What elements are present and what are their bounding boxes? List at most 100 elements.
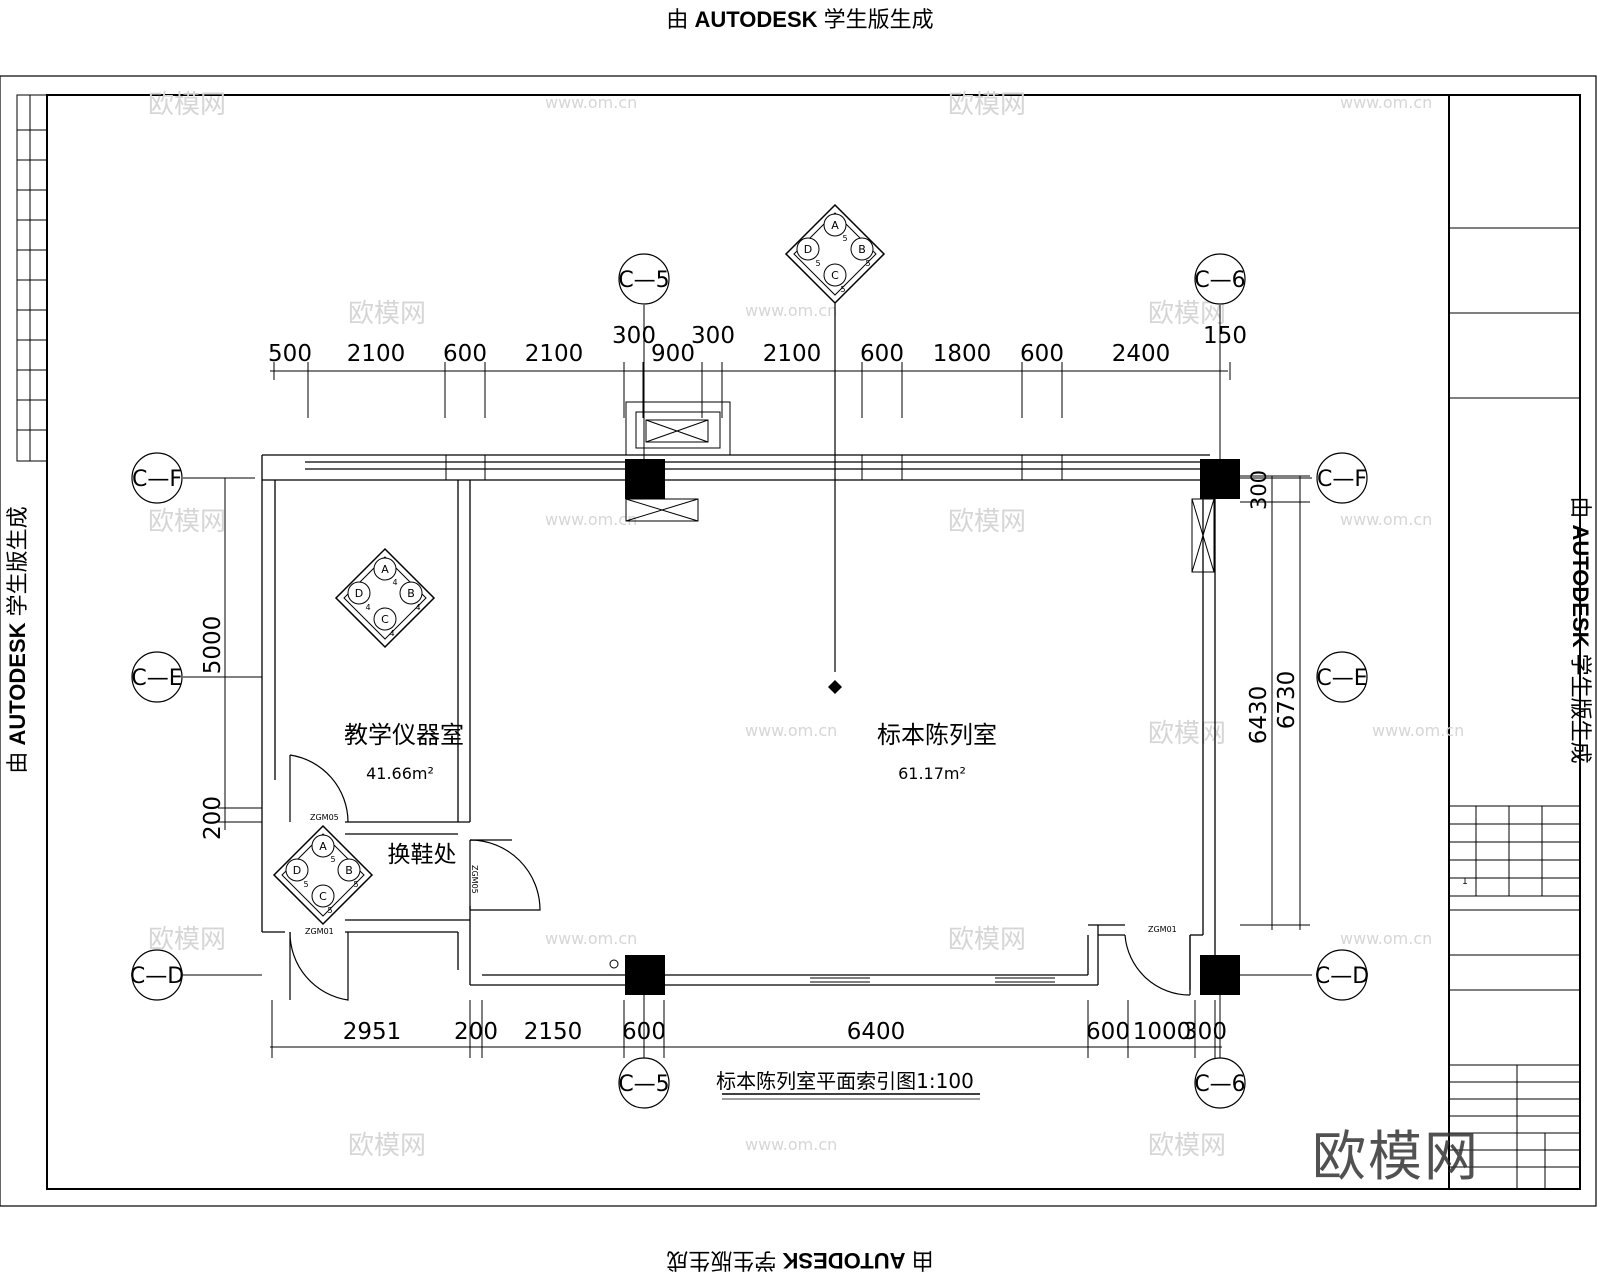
grid-label-cd-right: C—D [1315, 964, 1369, 989]
svg-text:www.om.cn: www.om.cn [1340, 93, 1432, 112]
svg-text:欧模网: 欧模网 [948, 925, 1026, 955]
bottom-dimension-chain [270, 1000, 1222, 1058]
svg-text:欧模网: 欧模网 [348, 299, 426, 329]
duct-shafts [625, 401, 1215, 573]
right-dimension-chain [1240, 475, 1310, 930]
svg-text:4: 4 [389, 629, 394, 638]
svg-text:2100: 2100 [763, 341, 822, 367]
right-dim-6430: 6430 [1246, 686, 1272, 745]
svg-text:欧模网: 欧模网 [1148, 1131, 1226, 1161]
walls [261, 454, 1216, 990]
door-tag-zgm05-side: ZGM05 [470, 865, 479, 894]
index-leader-marker [828, 680, 842, 694]
svg-text:www.om.cn: www.om.cn [1372, 721, 1464, 740]
svg-text:5: 5 [330, 855, 335, 864]
svg-text:2100: 2100 [525, 341, 584, 367]
svg-text:200: 200 [454, 1019, 498, 1045]
left-sign-strip [16, 94, 48, 462]
svg-text:5: 5 [865, 259, 870, 268]
title-block-row-number: 1 [1462, 877, 1468, 887]
svg-text:www.om.cn: www.om.cn [545, 929, 637, 948]
grid-label-ce-right: C—E [1316, 666, 1367, 691]
svg-text:2951: 2951 [343, 1019, 402, 1045]
elevation-index-symbol-teaching: A B C D 4 4 4 4 [334, 547, 436, 649]
room-name-teaching: 教学仪器室 [344, 721, 464, 749]
grid-label-ce-left: C—E [131, 666, 182, 691]
svg-text:C: C [319, 890, 327, 903]
room-name-shoe: 换鞋处 [388, 842, 457, 868]
svg-text:1800: 1800 [933, 341, 992, 367]
svg-text:www.om.cn: www.om.cn [745, 1135, 837, 1154]
svg-text:4: 4 [392, 578, 397, 587]
svg-text:600: 600 [860, 341, 904, 367]
floor-drain [609, 959, 619, 969]
grid-label-cf-right: C—F [1317, 467, 1367, 492]
svg-text:www.om.cn: www.om.cn [545, 510, 637, 529]
left-dim-200: 200 [200, 796, 226, 840]
svg-text:5: 5 [840, 285, 845, 294]
grid-label-c6-top: C—6 [1194, 268, 1245, 293]
door-tag-zgm01-left: ZGM01 [305, 927, 334, 936]
svg-text:www.om.cn: www.om.cn [1340, 929, 1432, 948]
drawing-title: 标本陈列室平面索引图1:100 [716, 1069, 974, 1093]
elevation-index-symbol-shoe: A B C D 5 5 5 5 [272, 824, 374, 926]
svg-text:欧模网: 欧模网 [948, 507, 1026, 537]
svg-text:C: C [831, 269, 839, 282]
svg-text:5: 5 [353, 880, 358, 889]
svg-text:300: 300 [691, 323, 735, 349]
svg-text:www.om.cn: www.om.cn [1340, 510, 1432, 529]
svg-text:900: 900 [651, 341, 695, 367]
svg-text:欧模网: 欧模网 [1148, 719, 1226, 749]
svg-text:600: 600 [443, 341, 487, 367]
svg-text:B: B [345, 864, 353, 877]
top-dimension-chain [270, 362, 1231, 418]
svg-text:D: D [355, 587, 363, 600]
svg-text:www.om.cn: www.om.cn [545, 93, 637, 112]
top-window-mullions [445, 455, 1063, 480]
grid-label-cd-left: C—D [130, 964, 184, 989]
svg-text:欧模网: 欧模网 [148, 90, 226, 120]
svg-text:500: 500 [268, 341, 312, 367]
sheet-outer-frame [0, 75, 1597, 1207]
room-area-teaching: 41.66m² [366, 764, 434, 783]
svg-text:欧模网: 欧模网 [148, 507, 226, 537]
svg-text:2150: 2150 [524, 1019, 583, 1045]
room-name-specimen: 标本陈列室 [877, 721, 997, 749]
svg-text:6400: 6400 [847, 1019, 906, 1045]
svg-text:300: 300 [612, 323, 656, 349]
svg-text:C: C [381, 613, 389, 626]
svg-text:欧模网: 欧模网 [948, 90, 1026, 120]
svg-text:600: 600 [1086, 1019, 1130, 1045]
elevation-index-symbol-main: A B C D 5 5 5 5 [784, 203, 886, 305]
oumo-logo-watermark: 欧模网 [1312, 1125, 1480, 1188]
svg-text:5: 5 [842, 234, 847, 243]
grid-label-c5-bottom: C—5 [618, 1072, 669, 1097]
svg-text:欧模网: 欧模网 [1148, 299, 1226, 329]
right-dim-6730: 6730 [1274, 671, 1300, 730]
svg-text:D: D [293, 864, 301, 877]
svg-text:D: D [804, 243, 812, 256]
room-area-specimen: 61.17m² [898, 764, 966, 783]
watermark-layer: 欧模网 www.om.cn 欧模网 www.om.cn 欧模网 www.om.c… [148, 90, 1464, 1161]
grid-label-cf-left: C—F [132, 467, 182, 492]
grid-label-c5-top: C—5 [618, 268, 669, 293]
svg-text:5: 5 [327, 906, 332, 915]
right-dim-300: 300 [1247, 470, 1271, 510]
door-tag-zgm01-right: ZGM01 [1148, 925, 1177, 934]
svg-text:4: 4 [415, 603, 420, 612]
svg-text:A: A [381, 563, 389, 576]
svg-text:A: A [831, 219, 839, 232]
door-tag-zgm05-top: ZGM05 [310, 813, 339, 822]
svg-text:2100: 2100 [347, 341, 406, 367]
title-block [1448, 95, 1580, 1189]
bottom-windows [810, 977, 1055, 983]
svg-text:150: 150 [1203, 323, 1247, 349]
svg-text:www.om.cn: www.om.cn [745, 301, 837, 320]
sheet-inner-frame [46, 94, 1581, 1190]
autodesk-stamp-top: 由 AUTODESK 学生版生成 [666, 7, 934, 32]
svg-text:2400: 2400 [1112, 341, 1171, 367]
left-dim-5000: 5000 [200, 616, 226, 675]
doors [289, 754, 1191, 1001]
grid-label-c6-bottom: C—6 [1194, 1072, 1245, 1097]
svg-text:B: B [407, 587, 415, 600]
